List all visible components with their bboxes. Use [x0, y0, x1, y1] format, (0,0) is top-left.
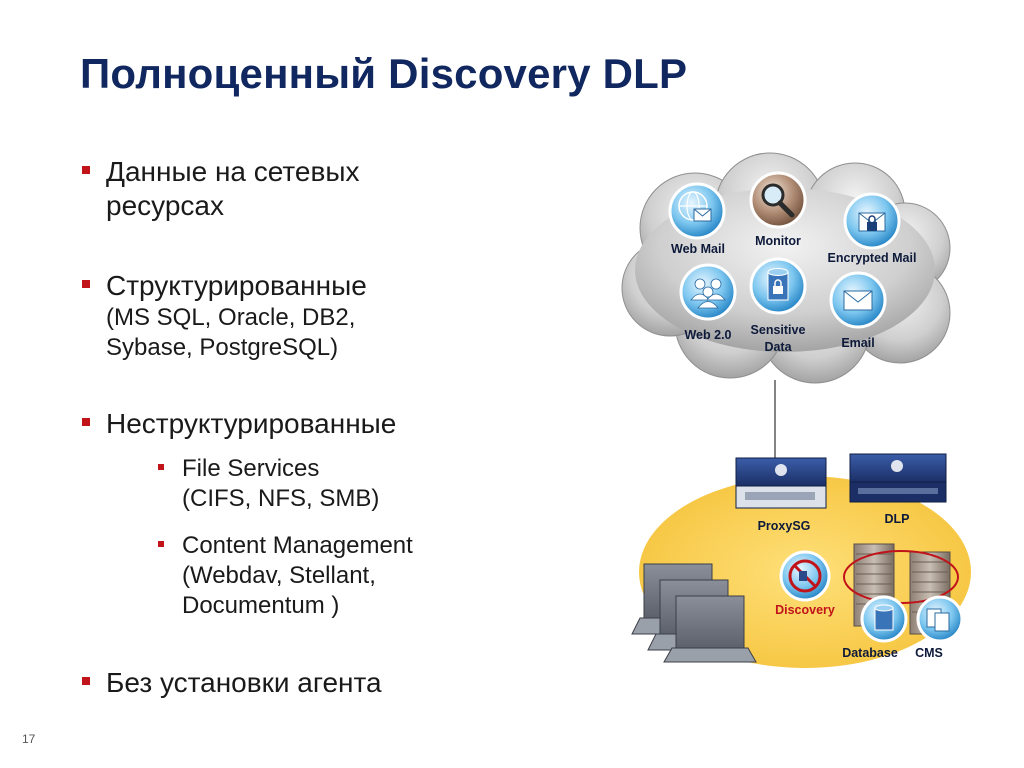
- bullet-text: Структурированные: [106, 270, 367, 301]
- dlp-appliance-icon: [849, 453, 947, 503]
- bullet-marker: [82, 280, 90, 288]
- slide-number: 17: [22, 732, 36, 746]
- bullet-structured: Структурированные (MS SQL, Oracle, DB2, …: [82, 269, 367, 363]
- workstation-icon: [663, 595, 757, 663]
- bullet-marker: [158, 464, 164, 470]
- bullet-marker: [82, 677, 90, 685]
- monitor-icon: [749, 171, 807, 229]
- sensitive-data-label-2: Data: [764, 340, 792, 354]
- bullet-unstructured: Неструктурированные: [82, 407, 396, 441]
- bullet-text: Content Management: [182, 532, 413, 559]
- discovery-icon: [779, 550, 831, 602]
- encrypted-mail-icon: [843, 192, 901, 250]
- sensitive-data-icon: [749, 257, 807, 315]
- dlp-label: DLP: [885, 512, 910, 526]
- web-mail-label: Web Mail: [671, 242, 725, 256]
- bullet-network-data: Данные на сетевых ресурсах: [82, 155, 359, 223]
- sensitive-data-label-1: Sensitive: [751, 323, 806, 337]
- bullet-text: Без установки агента: [106, 667, 382, 698]
- slide-title: Полноценный Discovery DLP: [80, 50, 688, 97]
- web20-label: Web 2.0: [684, 328, 731, 342]
- bullet-marker: [82, 166, 90, 174]
- discovery-label: Discovery: [775, 603, 835, 617]
- bullet-text: Documentum ): [182, 592, 340, 619]
- bullet-text: Неструктурированные: [106, 408, 397, 439]
- bullet-text: ресурсах: [106, 190, 224, 221]
- bullet-text: (Webdav, Stellant,: [182, 562, 376, 589]
- bullet-text: Данные на сетевых: [106, 156, 360, 187]
- bullet-text: (CIFS, NFS, SMB): [182, 485, 380, 512]
- encrypted-mail-label: Encrypted Mail: [828, 251, 917, 265]
- cms-icon: [916, 595, 964, 643]
- bullet-subtext: Sybase, PostgreSQL): [106, 334, 339, 361]
- bullet-agentless: Без установки агента: [82, 666, 382, 700]
- email-icon: [829, 271, 887, 329]
- bullet-marker: [158, 541, 164, 547]
- proxysg-label: ProxySG: [758, 519, 811, 533]
- bullet-text: File Services: [182, 455, 320, 482]
- web20-icon: [679, 263, 737, 321]
- subbullet-file-services: File Services (CIFS, NFS, SMB): [158, 454, 379, 514]
- monitor-label: Monitor: [755, 234, 801, 248]
- cms-label: CMS: [915, 646, 943, 660]
- bullet-marker: [82, 418, 90, 426]
- email-label: Email: [841, 336, 874, 350]
- web-mail-icon: [668, 182, 726, 240]
- database-label: Database: [842, 646, 898, 660]
- database-icon: [860, 595, 908, 643]
- bullet-subtext: (MS SQL, Oracle, DB2,: [106, 304, 356, 331]
- proxysg-appliance-icon: [735, 457, 827, 509]
- network-diagram: Web Mail Monitor Encrypted Mail Web 2.0: [621, 152, 971, 668]
- subbullet-content-management: Content Management (Webdav, Stellant, Do…: [158, 531, 413, 621]
